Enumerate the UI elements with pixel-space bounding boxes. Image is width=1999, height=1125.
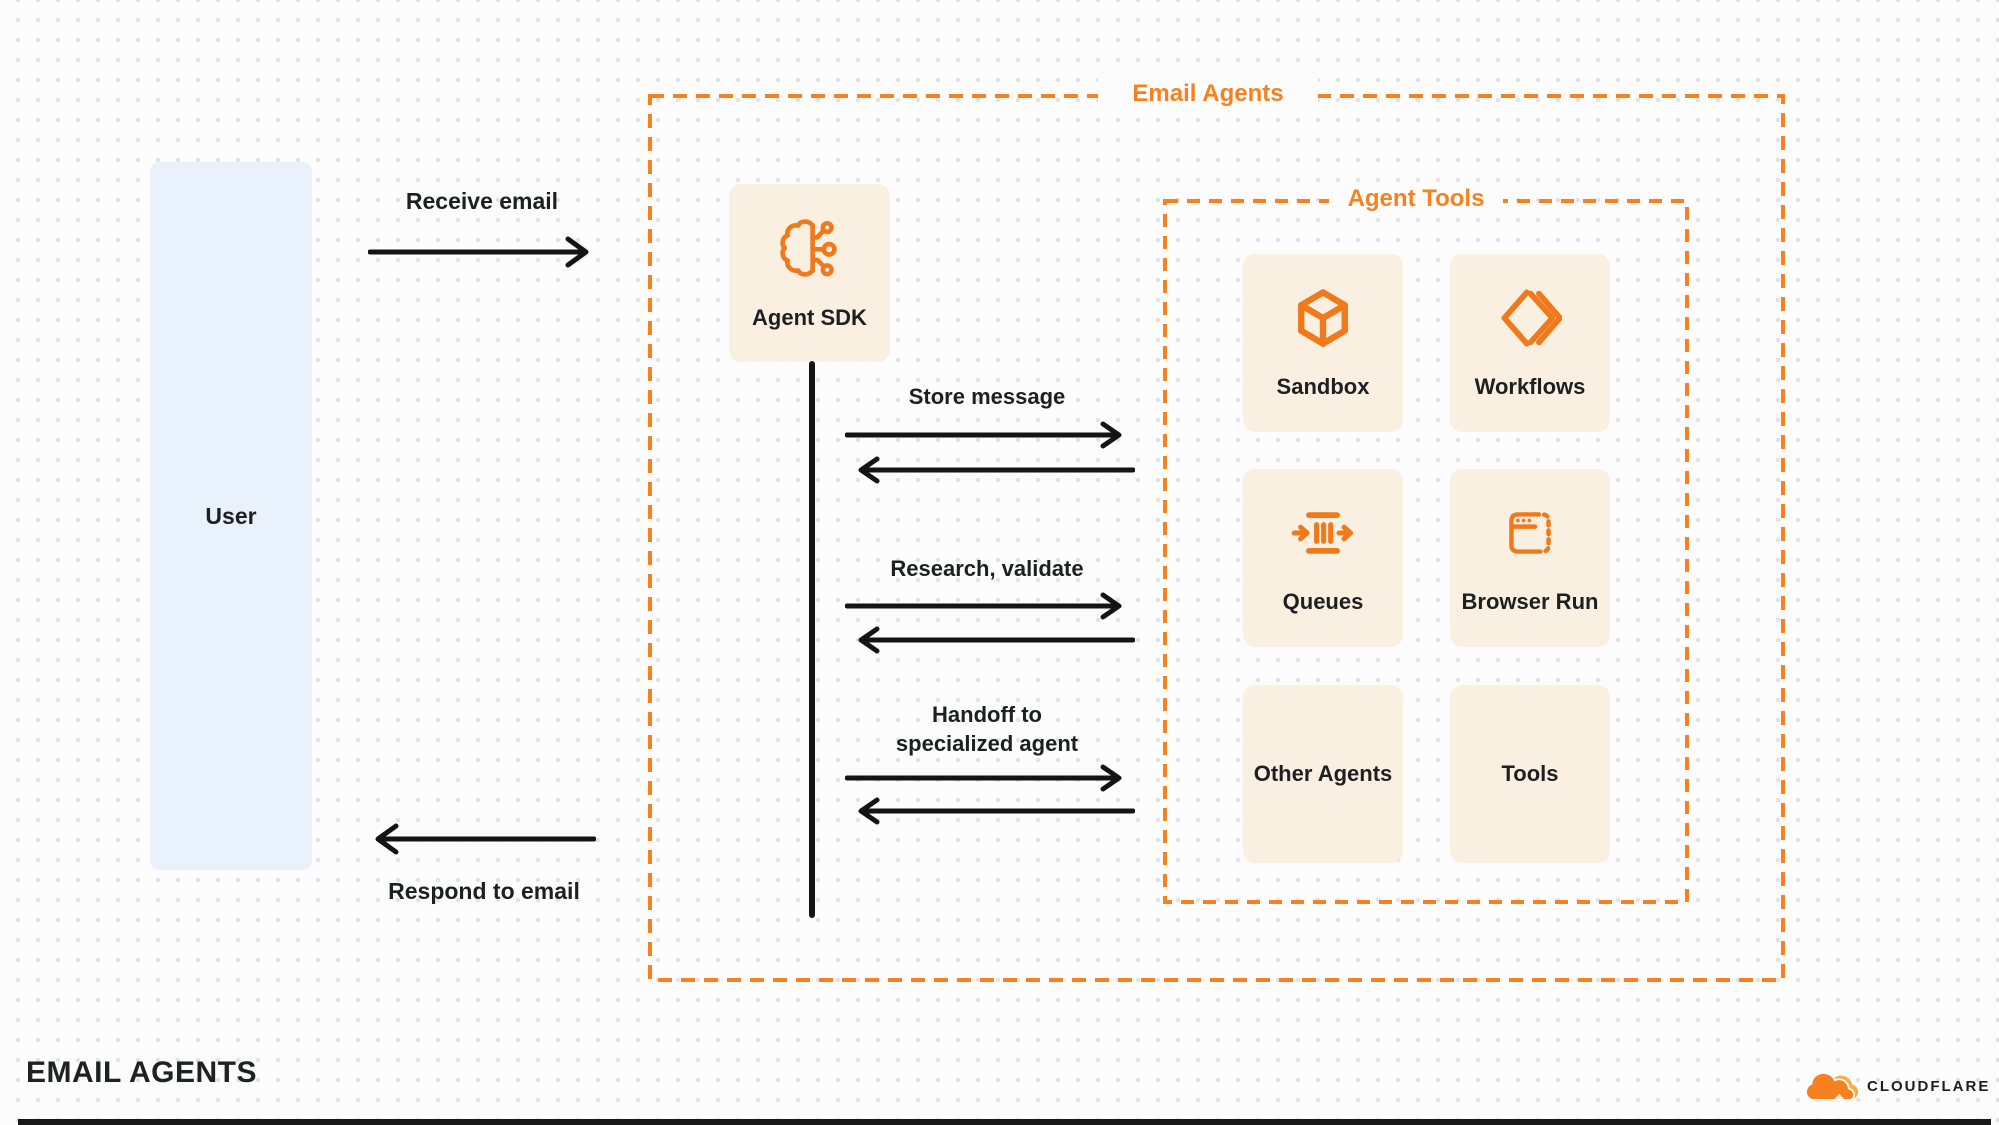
- sequence-label-research-validate: Research, validate: [890, 556, 1084, 581]
- tool-card-queues: Queues: [1243, 469, 1403, 647]
- arrow-right-icon: [845, 592, 1122, 620]
- tool-label: Browser Run: [1461, 589, 1599, 614]
- arrow-left-icon: [858, 456, 1135, 484]
- agent-sdk-label: Agent SDK: [752, 305, 867, 330]
- brain-circuit-icon: [779, 219, 837, 277]
- agent-sdk-lifeline: [809, 361, 815, 918]
- tool-card-sandbox: Sandbox: [1243, 254, 1403, 432]
- footer-title: EMAIL AGENTS: [26, 1056, 258, 1089]
- tool-label: Tools: [1501, 761, 1559, 786]
- browser-window-icon: [1509, 512, 1551, 554]
- arrow-left-icon: [858, 797, 1135, 825]
- arrow-left-icon: [858, 626, 1135, 654]
- user-label: User: [205, 502, 257, 529]
- cloudflare-wordmark: CLOUDFLARE: [1867, 1077, 1991, 1095]
- tool-label: Sandbox: [1276, 374, 1370, 399]
- agent-sdk-card: Agent SDK: [729, 184, 890, 362]
- receive-email-label: Receive email: [405, 188, 559, 214]
- agent-tools-title: Agent Tools: [1329, 182, 1503, 216]
- tool-label: Workflows: [1474, 374, 1586, 399]
- tool-label: Queues: [1282, 589, 1364, 614]
- respond-email-label: Respond to email: [388, 878, 580, 904]
- cloudflare-logo: CLOUDFLARE: [1806, 1066, 1990, 1106]
- agent-tools-dashed-border: [1163, 199, 1689, 904]
- queue-flow-icon: [1291, 512, 1354, 554]
- user-box: User: [150, 162, 312, 870]
- tool-card-browser-run: Browser Run: [1450, 469, 1610, 647]
- arrow-right-icon: [845, 421, 1122, 449]
- email-agents-dashed-border: [648, 94, 1785, 982]
- receive-email-arrow-icon: [368, 236, 589, 268]
- tool-card-workflows: Workflows: [1450, 254, 1610, 432]
- arrow-right-icon: [845, 764, 1122, 792]
- double-chevron-icon: [1501, 289, 1562, 347]
- cloudflare-cloud-icon: [1806, 1072, 1859, 1101]
- tool-label: Other Agents: [1253, 761, 1393, 786]
- tool-card-tools: Tools: [1450, 685, 1610, 863]
- sequence-label-handoff: Handoff to specialized agent: [895, 702, 1079, 756]
- sequence-label-store-message: Store message: [908, 384, 1066, 409]
- respond-email-arrow-icon: [375, 823, 596, 855]
- email-agents-title: Email Agents: [1098, 77, 1318, 111]
- tool-card-other-agents: Other Agents: [1243, 685, 1403, 863]
- bottom-edge-bar: [18, 1119, 1991, 1125]
- cube-icon: [1298, 289, 1348, 347]
